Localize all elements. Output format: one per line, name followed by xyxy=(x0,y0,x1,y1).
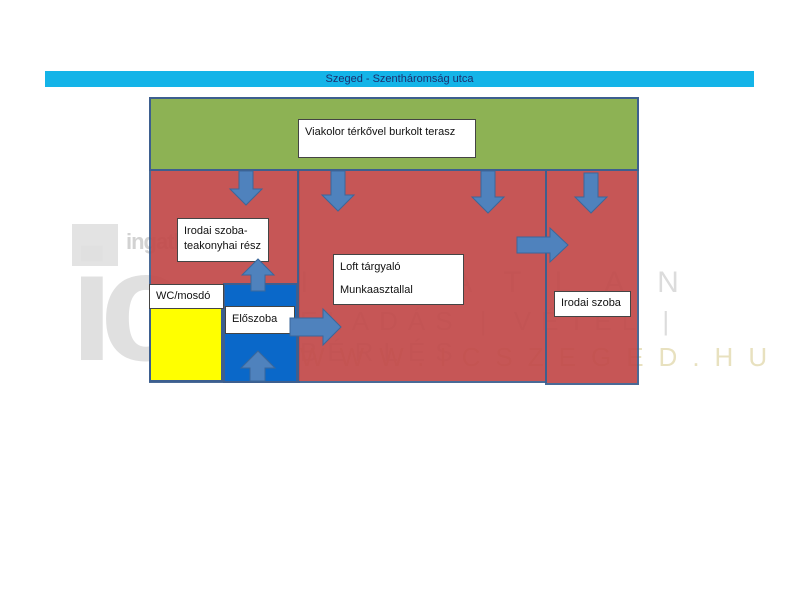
arrow-down-icon-2 xyxy=(320,170,356,212)
arrow-up-icon-1 xyxy=(240,258,276,292)
hall-label-text: Előszoba xyxy=(232,313,278,325)
terrace-label-text: Viakolor térkővel burkolt terasz xyxy=(305,126,456,138)
arrow-up-icon-2 xyxy=(239,350,277,382)
loft-label: Loft tárgyaló Munkaasztallal xyxy=(333,254,464,305)
office-label-text: Irodai szoba xyxy=(561,297,621,309)
wc-label-text: WC/mosdó xyxy=(156,290,211,302)
wc-label: WC/mosdó xyxy=(149,284,224,309)
terrace-label: Viakolor térkővel burkolt terasz xyxy=(298,119,476,158)
hall-label: Előszoba xyxy=(225,306,295,334)
office-room xyxy=(545,169,639,385)
watermark-logo-square xyxy=(72,224,118,266)
arrow-down-icon-1 xyxy=(228,170,264,206)
arrow-down-icon-4 xyxy=(573,172,609,214)
street-banner: Szeged - Szentháromság utca xyxy=(45,71,754,87)
office-kitchen-label: Irodai szoba-teakonyhai rész xyxy=(177,218,269,262)
loft-label-line1: Loft tárgyaló xyxy=(340,261,401,273)
arrow-right-icon-1 xyxy=(516,226,569,264)
arrow-down-icon-3 xyxy=(470,170,506,214)
office-kitchen-label-text: Irodai szoba-teakonyhai rész xyxy=(184,225,262,252)
arrow-right-icon-2 xyxy=(289,307,342,347)
office-label: Irodai szoba xyxy=(554,291,631,317)
loft-label-line2: Munkaasztallal xyxy=(340,284,413,296)
